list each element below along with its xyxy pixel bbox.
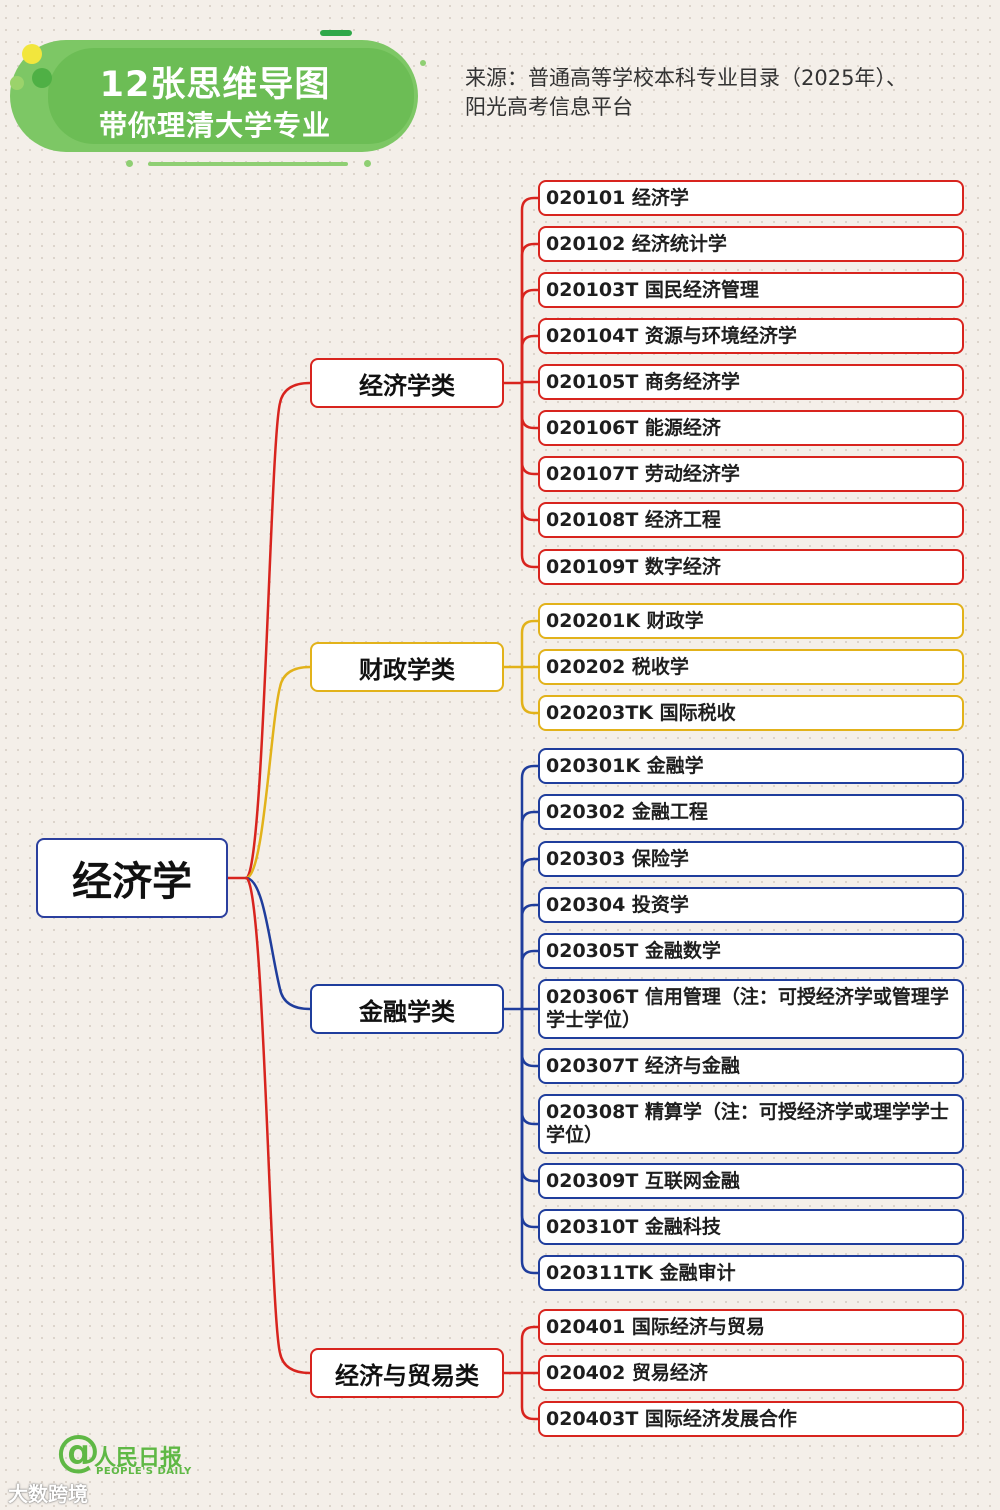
decor-dot-green (32, 68, 52, 88)
category-node-economics-trade: 经济与贸易类 (310, 1348, 504, 1398)
major-item: 020103T 国民经济管理 (538, 272, 964, 308)
major-item: 020301K 金融学 (538, 748, 964, 784)
major-item: 020303 保险学 (538, 841, 964, 877)
major-item: 020304 投资学 (538, 887, 964, 923)
decor-dash-top (320, 30, 352, 36)
leaf-connector (520, 1325, 540, 1375)
category-node-public-finance: 财政学类 (310, 642, 504, 692)
source-note: 来源：普通高等学校本科专业目录（2025年）、 阳光高考信息平台 (465, 64, 985, 122)
category-node-economics: 经济学类 (310, 358, 504, 408)
major-item: 020201K 财政学 (538, 603, 964, 639)
major-item: 020106T 能源经济 (538, 410, 964, 446)
leaf-connector (520, 1007, 540, 1068)
major-item: 020203TK 国际税收 (538, 695, 964, 731)
leaf-connector (520, 1007, 540, 1275)
leaf-connector (520, 810, 540, 1011)
watermark-text: 大数跨境 (8, 1482, 88, 1506)
leaf-connector (520, 381, 540, 522)
major-item: 020101 经济学 (538, 180, 964, 216)
category-connector (244, 876, 312, 1375)
leaf-connector (520, 903, 540, 1011)
major-item: 020107T 劳动经济学 (538, 456, 964, 492)
logo-english: PEOPLE'S DAILY (96, 1466, 192, 1477)
leaf-connector (520, 288, 540, 385)
decor-dot-bottom-left (126, 160, 133, 167)
major-item: 020309T 互联网金融 (538, 1163, 964, 1199)
major-item: 020102 经济统计学 (538, 226, 964, 262)
source-line-1: 来源：普通高等学校本科专业目录（2025年）、 (465, 66, 907, 90)
decor-dot-light-green (10, 76, 24, 90)
major-item: 020104T 资源与环境经济学 (538, 318, 964, 354)
major-item: 020105T 商务经济学 (538, 364, 964, 400)
leaf-connector (520, 242, 540, 385)
major-item: 020310T 金融科技 (538, 1209, 964, 1245)
leaf-connector (520, 1007, 540, 1183)
decor-dot-bottom-right (364, 160, 371, 167)
leaf-connector (520, 334, 540, 385)
category-connector (244, 381, 312, 880)
major-item: 020305T 金融数学 (538, 933, 964, 969)
major-item: 020307T 经济与金融 (538, 1048, 964, 1084)
leaf-connector (520, 381, 540, 430)
decor-dash-bottom (148, 162, 348, 166)
category-connector (244, 876, 312, 1011)
banner-inner-pill (48, 48, 414, 144)
major-item: 020302 金融工程 (538, 794, 964, 830)
source-line-2: 阳光高考信息平台 (465, 95, 633, 119)
decor-dot-right (420, 60, 426, 66)
leaf-connector (520, 381, 540, 569)
major-item: 020108T 经济工程 (538, 502, 964, 538)
major-item: 020311TK 金融审计 (538, 1255, 964, 1291)
category-node-finance: 金融学类 (310, 984, 504, 1034)
major-item: 020402 贸易经济 (538, 1355, 964, 1391)
decor-dot-yellow (22, 44, 42, 64)
leaf-connector (520, 1371, 540, 1421)
major-item: 020308T 精算学（注：可授经济学或理学学士学位） (538, 1094, 964, 1154)
banner-title: 12张思维导图 (99, 65, 331, 105)
root-node: 经济学 (36, 838, 228, 918)
major-item: 020306T 信用管理（注：可授经济学或管理学学士学位） (538, 979, 964, 1039)
leaf-connector (520, 857, 540, 1011)
leaf-connector (520, 196, 540, 385)
leaf-connector (520, 619, 540, 669)
leaf-connector (520, 949, 540, 1011)
major-item: 020403T 国际经济发展合作 (538, 1401, 964, 1437)
logo-name: 人民日报 (94, 1446, 183, 1471)
major-item: 020401 国际经济与贸易 (538, 1309, 964, 1345)
leaf-connector (520, 665, 540, 715)
logo-at-icon: @ (56, 1426, 100, 1477)
title-banner: 12张思维导图 带你理清大学专业 (10, 40, 420, 158)
peoples-daily-logo: @ 人民日报 PEOPLE'S DAILY (56, 1426, 196, 1482)
major-item: 020109T 数字经济 (538, 549, 964, 585)
banner-subtitle: 带你理清大学专业 (98, 109, 331, 142)
major-item: 020202 税收学 (538, 649, 964, 685)
leaf-connector (520, 764, 540, 1011)
category-connector (244, 665, 312, 880)
